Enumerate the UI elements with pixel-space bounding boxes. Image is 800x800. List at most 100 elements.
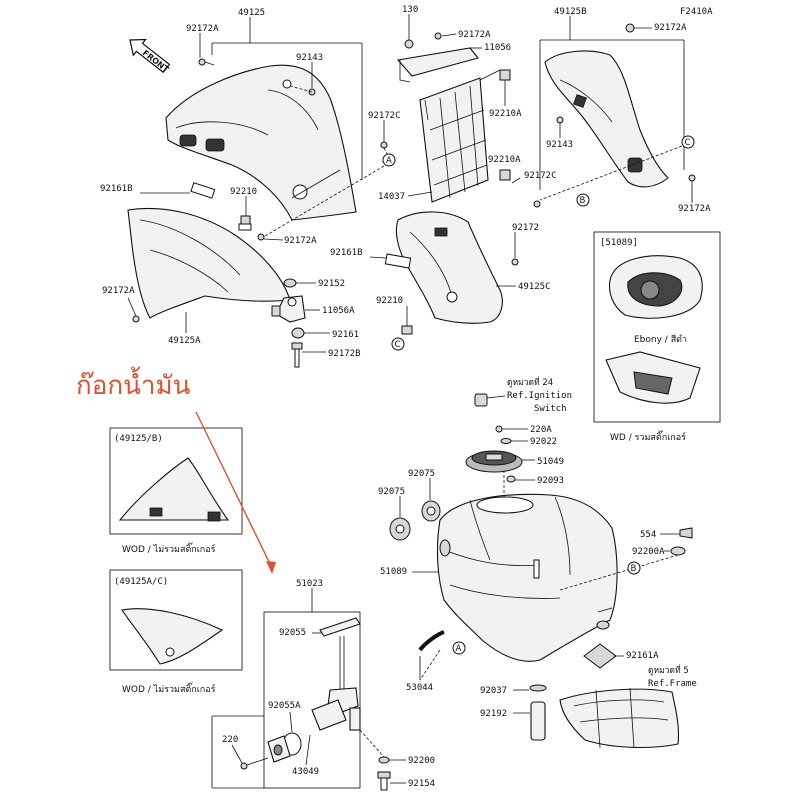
inset-51089-box	[593, 231, 721, 423]
fastener-92143-top	[289, 85, 316, 96]
label-11056A: 11056A	[322, 306, 355, 316]
shroud-49125B-wod	[118, 457, 230, 522]
bolt-92154	[377, 771, 391, 791]
label-92172A-r1: 92172A	[654, 23, 687, 33]
grommet-92161	[291, 327, 305, 339]
cover-49125AC-wod	[121, 608, 224, 665]
label-92093: 92093	[537, 476, 564, 486]
label-92172A-mid: 92172A	[284, 236, 317, 246]
front-arrow-badge: FRONT	[129, 38, 171, 75]
fuel-tank-51089	[436, 493, 618, 662]
fuel-tap-annotation: ก๊อกน้ำมัน	[76, 366, 191, 401]
label-220A: 220A	[530, 425, 552, 435]
label-92154: 92154	[408, 779, 435, 789]
inset-51089-caption: WD / รวมสติ๊กเกอร์	[610, 430, 686, 443]
side-cover-49125C-drawing	[395, 211, 503, 324]
label-51049: 51049	[537, 457, 564, 467]
label-49125B: 49125B	[554, 7, 587, 17]
callout-C-1: C	[395, 340, 401, 350]
inset-49125B-title: (49125/B)	[114, 434, 163, 444]
tank-cover-ebony	[608, 255, 703, 319]
inset-49125AC-caption: WOD / ไม่รวมสติ๊กเกอร์	[122, 682, 216, 695]
inset-49125AC-box	[109, 569, 243, 671]
side-cover-49125A-drawing	[127, 182, 291, 323]
shroud-49125B-drawing	[544, 50, 669, 188]
label-92210: 92210	[230, 187, 257, 197]
bracket-11056	[396, 47, 479, 83]
inset-49125AC-title: (49125A/C)	[114, 577, 168, 587]
radiator-screen-14037	[419, 69, 501, 203]
ref-ignition-line2: Ref.Ignition	[507, 391, 572, 401]
annotation-arrow-line	[195, 411, 273, 569]
callout-A-1: A	[386, 156, 392, 166]
inset-51089-ebony: Ebony / สีดำ	[634, 334, 687, 345]
label-92172A: 92172A	[186, 24, 219, 34]
frame-bracket	[559, 687, 680, 749]
bolt-92172B	[291, 342, 303, 368]
inset-51089-title: [51089]	[600, 238, 638, 248]
ref-frame-line1: ดูหมวดที่ 5	[648, 664, 689, 676]
label-92172A-left: 92172A	[102, 286, 135, 296]
label-F2410A: F2410A	[680, 7, 713, 17]
label-14037: 14037	[378, 192, 405, 202]
label-92172B: 92172B	[328, 349, 361, 359]
label-92200A: 92200A	[632, 547, 665, 557]
label-49125C: 49125C	[518, 282, 551, 292]
damper-92075-b	[389, 517, 411, 541]
inset-49125B-caption: WOD / ไม่รวมสติ๊กเกอร์	[122, 542, 216, 555]
fuel-tap-box	[263, 611, 361, 789]
collar-92192	[530, 701, 546, 741]
label-51023: 51023	[296, 579, 323, 589]
label-92172A-tc: 92172A	[458, 30, 491, 40]
label-92075-a: 92075	[408, 469, 435, 479]
washer-92200	[378, 756, 390, 764]
label-51089: 51089	[380, 567, 407, 577]
label-92172C: 92172C	[368, 111, 401, 121]
callout-B-1: B	[580, 196, 586, 206]
label-92210A-low: 92210A	[488, 155, 521, 165]
hose-53044	[418, 630, 445, 652]
label-92143: 92143	[296, 53, 323, 63]
label-11056: 11056	[484, 43, 511, 53]
label-92022: 92022	[530, 437, 557, 447]
ignition-stud	[474, 393, 488, 407]
fuel-cap-51049	[465, 450, 523, 473]
annotation-arrow-head	[266, 561, 276, 574]
ref-frame-line2: Ref.Frame	[648, 679, 697, 689]
label-92172A-r2: 92172A	[678, 204, 711, 214]
fastener-92172A-top	[198, 58, 215, 66]
washer-92037	[529, 684, 547, 692]
label-554: 554	[640, 530, 656, 540]
callout-C-2: C	[685, 138, 691, 148]
shroud-49125-drawing	[165, 42, 363, 221]
label-92161A: 92161A	[626, 651, 659, 661]
label-92161: 92161	[332, 330, 359, 340]
label-92210A-top: 92210A	[489, 109, 522, 119]
pad-92161A	[583, 643, 617, 669]
label-92075-b: 92075	[378, 487, 405, 497]
label-43049: 43049	[292, 767, 319, 777]
label-92172-c: 92172	[512, 223, 539, 233]
label-220: 220	[222, 735, 238, 745]
label-49125: 49125	[238, 8, 265, 18]
label-49125A: 49125A	[168, 336, 201, 346]
label-53044: 53044	[406, 683, 433, 693]
label-92037: 92037	[480, 686, 507, 696]
label-92192: 92192	[480, 709, 507, 719]
label-92161B-c: 92161B	[330, 248, 363, 258]
bracket-11056A	[271, 295, 306, 323]
ref-ignition-line3: Switch	[534, 404, 567, 414]
fuel-tap-51023-drawing	[240, 617, 361, 770]
collar-92152	[283, 278, 297, 288]
label-92143-r: 92143	[546, 140, 573, 150]
label-92210-c: 92210	[376, 296, 403, 306]
inset-49125B-box	[109, 427, 243, 535]
label-92152: 92152	[318, 279, 345, 289]
damper-92075-a	[421, 500, 441, 522]
callout-B-2: B	[631, 564, 637, 574]
label-92055: 92055	[279, 628, 306, 638]
callout-A-2: A	[456, 644, 462, 654]
label-130: 130	[402, 5, 418, 15]
ref-ignition-line1: ดูหมวดที่ 24	[507, 376, 553, 388]
